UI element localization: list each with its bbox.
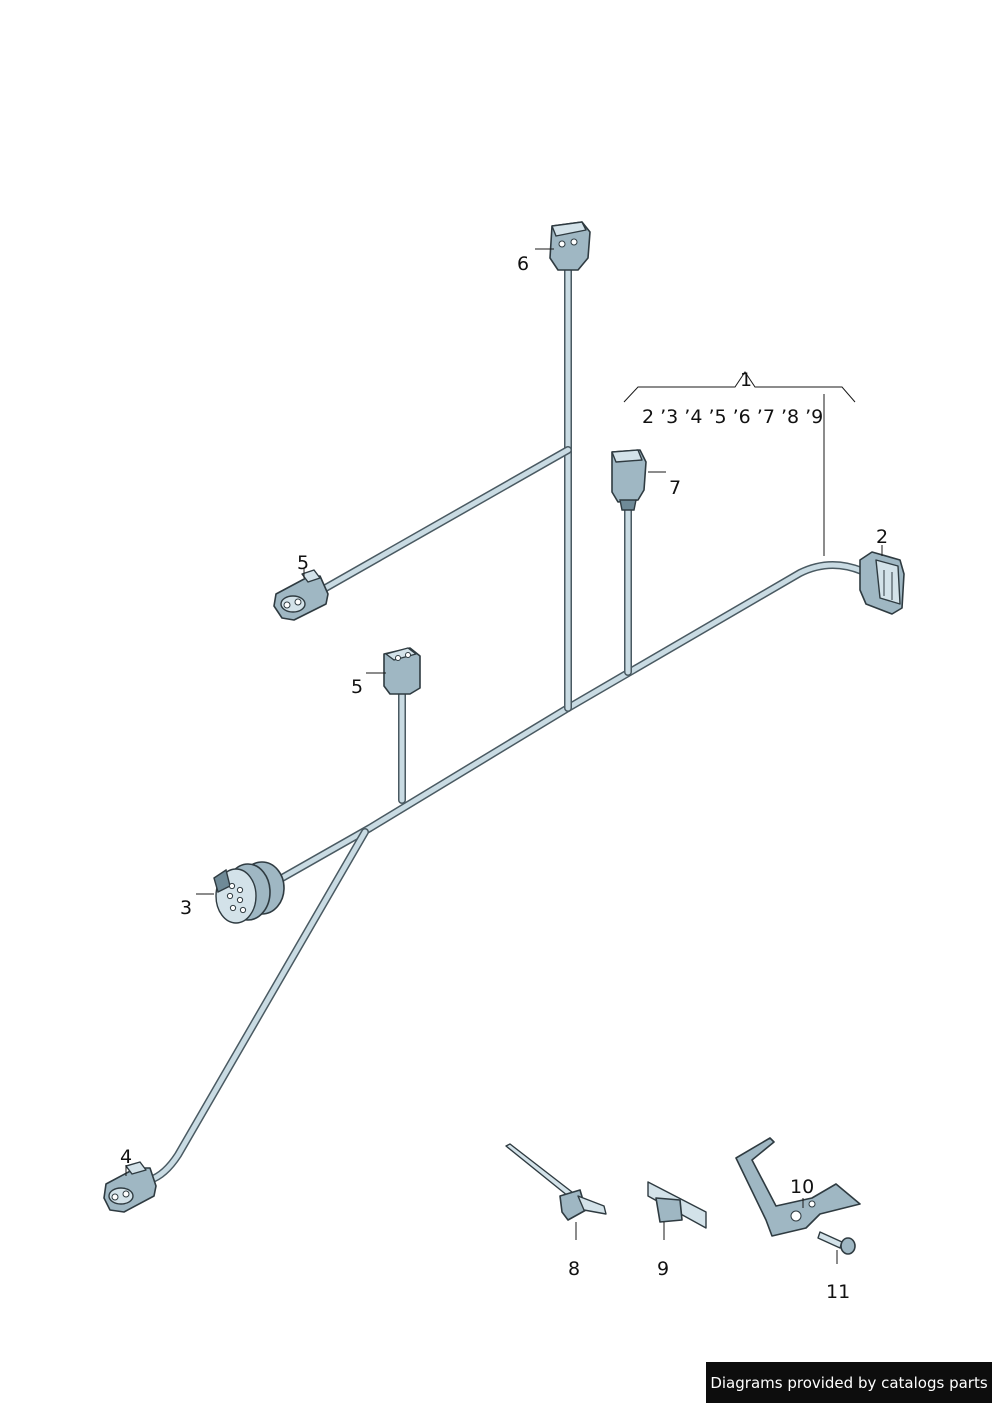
callout-1: 1 [740,369,752,391]
callout-4: 4 [120,1146,132,1168]
callout-group-list: 2 ’3 ’4 ’5 ’6 ’7 ’8 ’9 [642,406,823,428]
callout-2: 2 [876,526,888,548]
part-9-clip [647,1181,707,1229]
part-10-bracket [735,1137,861,1237]
connector-2 [859,551,905,615]
footer-credit: Diagrams provided by catalogs parts [706,1362,992,1403]
callout-10: 10 [790,1176,814,1198]
callout-labels: 1 2 ’3 ’4 ’5 ’6 ’7 ’8 ’9 2 3 4 5 5 6 7 8… [120,253,888,1303]
connector-5-middle [383,647,421,695]
connector-6 [549,221,591,271]
callout-9: 9 [657,1258,669,1280]
callout-3: 3 [180,897,192,919]
group-bracket [623,371,856,556]
callout-5-upper: 5 [297,552,309,574]
connector-3 [213,861,285,924]
connector-5-upper [273,569,329,621]
connector-4 [103,1161,157,1213]
callout-5-middle: 5 [351,676,363,698]
part-11-screw [817,1231,856,1255]
callout-7: 7 [669,477,681,499]
callout-8: 8 [568,1258,580,1280]
connector-7 [611,449,647,511]
leader-lines [125,248,883,1264]
callout-6: 6 [517,253,529,275]
part-8-cable-tie [505,1143,607,1221]
wire-harness [146,264,866,1184]
callout-11: 11 [826,1281,850,1303]
